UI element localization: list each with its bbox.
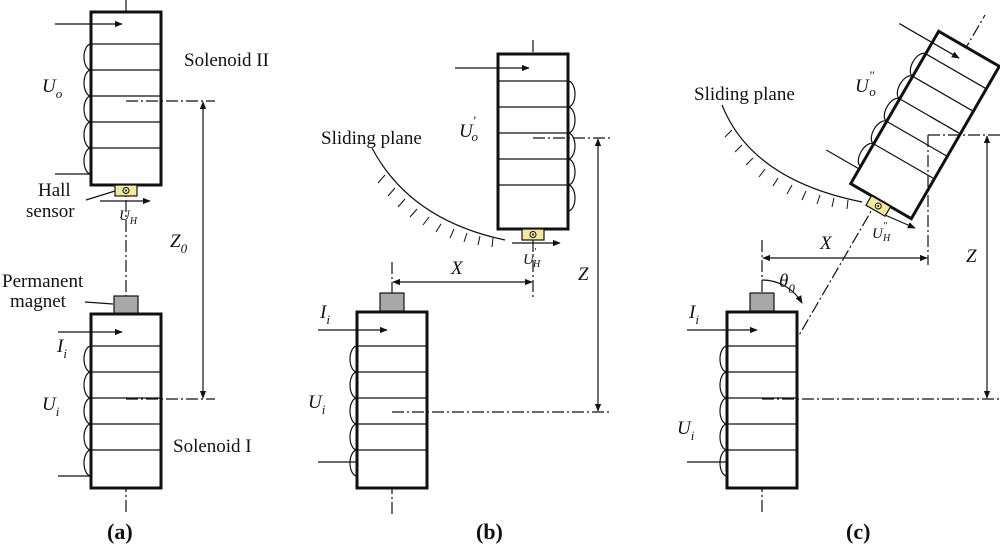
- z-label-c: Z: [966, 246, 977, 267]
- hall-sensor-label-1: Hall: [38, 180, 71, 201]
- uh-label-a: UH: [119, 208, 138, 227]
- caption-a: (a): [107, 519, 133, 544]
- sliding-plane-label-c: Sliding plane: [694, 84, 795, 105]
- panel-c: Sliding plane U"o U"H X Z θ0 Ii Ui (c): [677, 14, 1000, 544]
- theta-arc: [761, 279, 803, 304]
- permanent-magnet-b: [379, 292, 405, 312]
- solenoid-b-upper: [455, 52, 576, 231]
- hall-sensor-a: [114, 184, 138, 197]
- ui-label-a: Ui: [42, 394, 60, 419]
- x-label-c: X: [819, 233, 833, 254]
- magnet-label-1: Permanent: [2, 271, 84, 292]
- ii-label-b: Ii: [319, 302, 330, 327]
- hall-sensor-label-2: sensor: [26, 201, 75, 222]
- uo-label-a: Uo: [42, 76, 63, 101]
- sliding-plane-label-b: Sliding plane: [321, 128, 422, 149]
- x-label-b: X: [450, 258, 464, 279]
- solenoid-b-lower: [318, 310, 429, 490]
- solenoid-c-lower: [687, 310, 799, 490]
- ii-label-c: Ii: [688, 302, 699, 327]
- ui-label-c: Ui: [677, 418, 695, 443]
- theta-label: θ0: [779, 271, 795, 296]
- permanent-magnet-c: [749, 292, 775, 312]
- caption-b: (b): [476, 519, 503, 544]
- solenoid-i: [58, 312, 163, 490]
- sliding-plane-b: [371, 147, 506, 241]
- ui-label-b: Ui: [308, 392, 326, 417]
- sliding-plane-c: [721, 104, 863, 203]
- uo-label-b: U'o: [459, 113, 479, 144]
- solenoid-ii-label: Solenoid II: [184, 50, 269, 71]
- panel-a: Solenoid II Solenoid I Hall sensor Perma…: [2, 0, 269, 544]
- solenoid-ii: [55, 10, 163, 187]
- panel-b: Sliding plane U'o U'H X Z Ii Ui (b): [308, 40, 612, 544]
- uh-label-c: U"H: [872, 221, 891, 244]
- solenoid-c-tilted: [825, 23, 1000, 221]
- solenoid-i-label: Solenoid I: [173, 436, 252, 457]
- z0-label: Z0: [170, 231, 188, 256]
- hall-sensor-b: [521, 228, 545, 241]
- uo-label-c: U"o: [855, 68, 876, 99]
- permanent-magnet-a: [113, 295, 139, 315]
- z-label-b: Z: [578, 264, 589, 285]
- hall-sensor-c: [865, 194, 892, 218]
- ii-label-a: Ii: [56, 336, 67, 361]
- magnet-label-2: magnet: [10, 291, 67, 312]
- caption-c: (c): [846, 519, 870, 544]
- uh-label-b: U'H: [523, 247, 541, 270]
